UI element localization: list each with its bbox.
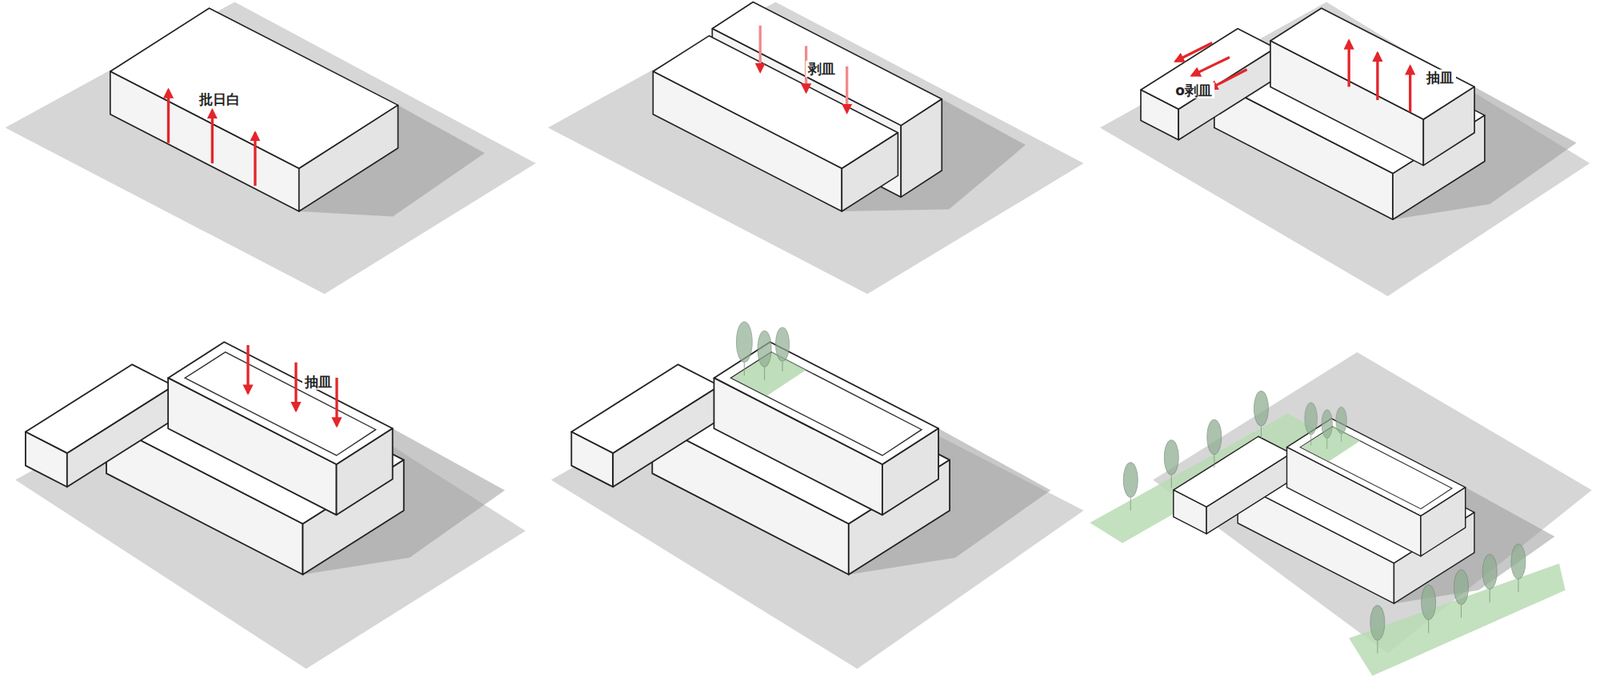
annotation-label: 抽皿 [1424,69,1456,86]
annotation-label: 批日白 [196,91,243,108]
annotation-label: o剥皿 [1172,82,1215,99]
annotation-label: 剥皿 [805,60,838,77]
annotation-label: 抽皿 [302,373,335,390]
